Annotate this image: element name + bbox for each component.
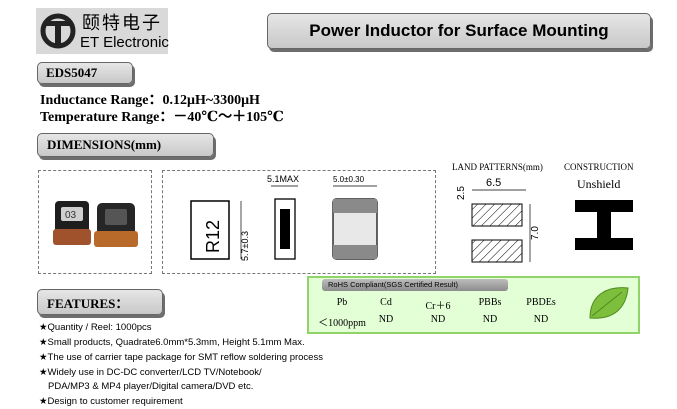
feature-item: PDA/MP3 & MP4 player/Digital camera/DVD …	[48, 381, 254, 392]
land-gap: 2.5	[456, 186, 467, 200]
construction-core-icon	[575, 200, 633, 250]
feature-item: ★Quantity / Reel: 1000pcs	[39, 322, 152, 333]
feature-item: ★Widely use in DC-DC converter/LCD TV/No…	[39, 367, 262, 378]
part-label: R12	[203, 220, 223, 253]
features-heading: FEATURES：	[37, 289, 163, 315]
rohs-col-pbdes: PBDEs	[526, 297, 556, 308]
company-logo-icon	[40, 13, 76, 49]
dimensions-heading: DIMENSIONS(mm)	[37, 133, 214, 157]
side-dimension: 5.7±0.3	[240, 231, 250, 261]
rohs-val-cr6: ND	[430, 314, 446, 325]
company-logo: 颐特电子 ET Electronic	[36, 8, 169, 54]
land-patterns-label: LAND PATTERNS(mm)	[452, 162, 543, 172]
land-pattern-drawing: 6.5 2.5 7.0	[456, 177, 541, 263]
rohs-col-cd: Cd	[380, 297, 392, 308]
rohs-col-pb: Pb	[336, 297, 348, 308]
temperature-range: Temperature Range：－40℃～＋105℃	[40, 110, 284, 125]
logo-chinese-name: 颐特电子	[82, 13, 162, 34]
inductance-range: Inductance Range：0.12μH~3300μH	[40, 93, 260, 108]
dimension-drawing: R12 5.7±0.3 5.1MAX 5.0±0.30	[190, 174, 378, 261]
photo-marking: 03	[65, 210, 77, 221]
land-width: 6.5	[486, 177, 501, 189]
rohs-val-pbbs: ND	[482, 314, 498, 325]
feature-item: ★Design to customer requirement	[39, 396, 183, 407]
construction-type: Unshield	[577, 177, 621, 191]
inductor-photo: 03	[53, 201, 138, 247]
land-height: 7.0	[530, 226, 541, 240]
rohs-heading: RoHS Compliant(SGS Certified Result)	[322, 279, 508, 291]
height-dimension: 5.1MAX	[267, 174, 299, 184]
rohs-val-cd: ND	[378, 314, 394, 325]
leaf-icon	[589, 287, 629, 319]
rohs-col-pbbs: PBBs	[478, 297, 502, 308]
width-dimension: 5.0±0.30	[333, 175, 365, 184]
rohs-val-pb: ＜1000ppm	[318, 318, 366, 329]
model-number: EDS5047	[37, 62, 133, 84]
logo-english-name: ET Electronic	[80, 34, 169, 51]
feature-item: ★The use of carrier tape package for SMT…	[39, 352, 323, 363]
page-title: Power Inductor for Surface Mounting	[267, 13, 651, 49]
rohs-val-pbdes: ND	[533, 314, 549, 325]
product-photo-frame: 03	[38, 170, 152, 274]
rohs-col-cr6: Cr＋6	[425, 301, 451, 312]
feature-item: ★Small products, Quadrate6.0mm*5.3mm, He…	[39, 337, 305, 348]
construction-label: CONSTRUCTION	[564, 162, 634, 172]
dimension-drawing-frame: R12 5.7±0.3 5.1MAX 5.0±0.30	[162, 170, 436, 274]
